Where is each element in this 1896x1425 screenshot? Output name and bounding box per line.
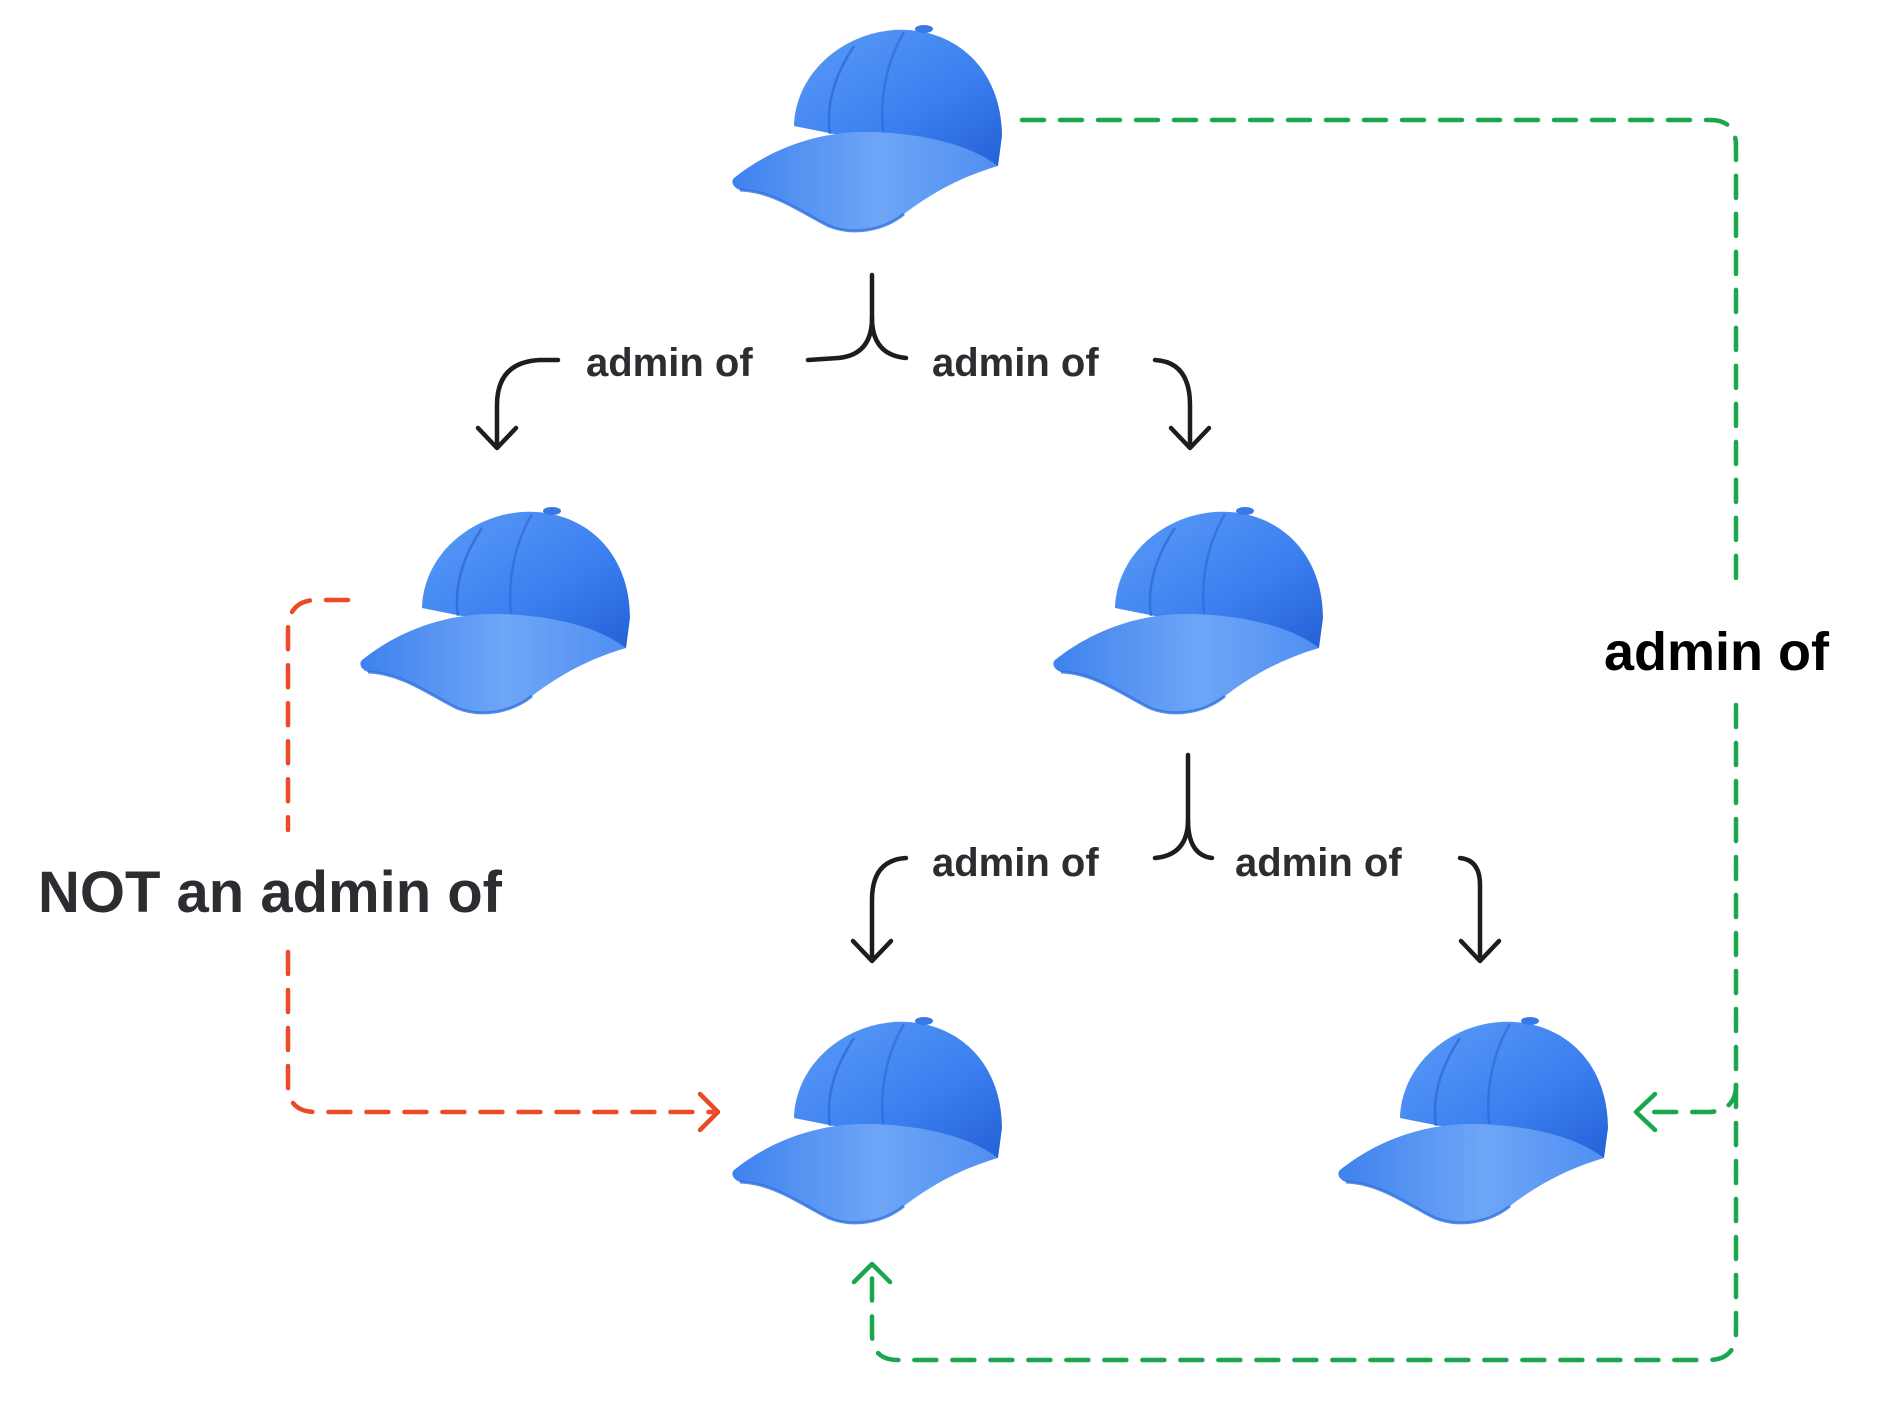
top-split-arrow: [475, 272, 1212, 451]
cap-icon: [730, 1015, 1004, 1225]
edge-label-top-to-mid-left: admin of: [586, 341, 753, 385]
edge-label-mid-to-bottom-right: admin of: [1235, 841, 1402, 885]
edge-label-not-admin: NOT an admin of: [38, 860, 503, 925]
cap-icon: [1336, 1015, 1610, 1225]
cap-icon: [1051, 505, 1325, 715]
cap-icon: [730, 23, 1004, 233]
cap-icon: [358, 505, 632, 715]
edge-label-transitive-admin: admin of: [1604, 622, 1830, 682]
edge-label-mid-to-bottom-left: admin of: [932, 841, 1099, 885]
mid-split-arrow: [850, 752, 1502, 964]
transitive-admin-connector: [851, 117, 1739, 1363]
not-admin-connector: [285, 597, 721, 1133]
edge-label-top-to-mid-right: admin of: [932, 341, 1099, 385]
